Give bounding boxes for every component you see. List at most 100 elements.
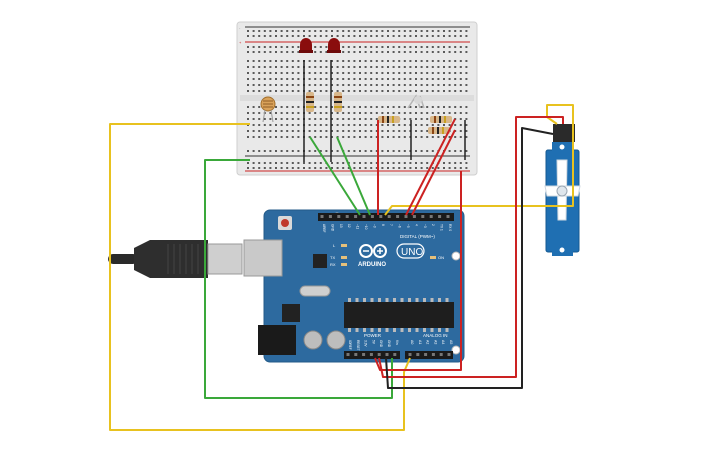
breadboard-hole bbox=[403, 162, 406, 164]
power-pin-label: 5V bbox=[371, 340, 375, 345]
breadboard-hole bbox=[448, 136, 451, 138]
breadboard-hole bbox=[275, 106, 277, 108]
analog-pin[interactable] bbox=[408, 353, 412, 356]
breadboard-hole bbox=[359, 60, 361, 62]
power-pin[interactable] bbox=[393, 353, 397, 356]
breadboard-hole bbox=[308, 112, 311, 114]
digital-pin[interactable] bbox=[438, 215, 442, 218]
breadboard-hole bbox=[415, 30, 417, 32]
digital-pin[interactable] bbox=[396, 215, 400, 218]
breadboard-hole bbox=[347, 78, 350, 80]
digital-pin[interactable] bbox=[404, 215, 408, 218]
digital-pin[interactable] bbox=[362, 215, 366, 218]
breadboard-hole bbox=[398, 162, 401, 164]
breadboard-hole bbox=[247, 90, 249, 92]
digital-pin[interactable] bbox=[412, 215, 416, 218]
breadboard-hole bbox=[325, 150, 328, 152]
digital-pin[interactable] bbox=[328, 215, 332, 218]
digital-pin[interactable] bbox=[421, 215, 425, 218]
breadboard-hole bbox=[459, 66, 462, 68]
analog-pin[interactable] bbox=[416, 353, 420, 356]
breadboard-hole bbox=[381, 150, 384, 152]
breadboard-hole bbox=[359, 124, 361, 126]
breadboard-hole bbox=[426, 66, 429, 68]
digital-pin[interactable] bbox=[387, 215, 391, 218]
breadboard-hole bbox=[308, 130, 311, 132]
breadboard-hole bbox=[387, 136, 389, 138]
breadboard-hole bbox=[370, 84, 373, 86]
power-pin[interactable] bbox=[362, 353, 366, 356]
breadboard-hole bbox=[454, 90, 457, 92]
mcu-pin bbox=[423, 328, 426, 332]
breadboard-hole bbox=[342, 130, 345, 132]
digital-pin[interactable] bbox=[345, 215, 349, 218]
breadboard-hole bbox=[314, 162, 317, 164]
analog-pin[interactable] bbox=[424, 353, 428, 356]
breadboard-hole bbox=[325, 60, 328, 62]
breadboard-hole bbox=[342, 106, 345, 108]
breadboard-hole bbox=[387, 167, 389, 169]
breadboard-hole bbox=[353, 46, 356, 48]
breadboard-hole bbox=[263, 167, 266, 169]
analog-pin[interactable] bbox=[431, 353, 435, 356]
breadboard-hole bbox=[325, 106, 328, 108]
breadboard-hole bbox=[314, 112, 317, 114]
breadboard-hole bbox=[280, 90, 283, 92]
mcu-pin bbox=[363, 298, 366, 302]
breadboard-hole bbox=[454, 60, 457, 62]
breadboard-hole bbox=[342, 72, 345, 74]
digital-pin[interactable] bbox=[337, 215, 341, 218]
breadboard-hole bbox=[364, 60, 367, 62]
breadboard-hole bbox=[291, 130, 294, 132]
mcu-pin bbox=[408, 328, 411, 332]
breadboard-hole bbox=[370, 72, 373, 74]
breadboard-hole bbox=[319, 30, 322, 32]
breadboard-hole bbox=[252, 72, 255, 74]
resistor-5 bbox=[428, 127, 450, 134]
breadboard-hole bbox=[448, 84, 451, 86]
rgb-led bbox=[407, 94, 425, 109]
breadboard-hole bbox=[342, 162, 345, 164]
analog-pin[interactable] bbox=[439, 353, 443, 356]
breadboard-hole bbox=[370, 30, 373, 32]
power-pin[interactable] bbox=[346, 353, 350, 356]
breadboard-hole bbox=[431, 66, 434, 68]
digital-pin[interactable] bbox=[429, 215, 433, 218]
digital-pin[interactable] bbox=[320, 215, 324, 218]
breadboard-hole bbox=[448, 78, 451, 80]
breadboard-hole bbox=[359, 84, 361, 86]
digital-pin-label: ~3 bbox=[423, 224, 427, 228]
breadboard-hole bbox=[280, 60, 283, 62]
atmega-pins bbox=[348, 298, 449, 332]
breadboard-hole bbox=[252, 130, 255, 132]
analog-pin-label: A3 bbox=[433, 340, 437, 344]
breadboard-hole bbox=[443, 72, 445, 74]
breadboard-hole bbox=[415, 124, 417, 126]
digital-pin-label: ~6 bbox=[398, 224, 402, 228]
usb-connector bbox=[207, 243, 243, 275]
breadboard-hole bbox=[375, 150, 378, 152]
power-pin[interactable] bbox=[369, 353, 373, 356]
power-pin[interactable] bbox=[354, 353, 358, 356]
breadboard-hole bbox=[375, 78, 378, 80]
breadboard-hole bbox=[403, 66, 406, 68]
breadboard-hole bbox=[437, 90, 440, 92]
digital-pin[interactable] bbox=[446, 215, 450, 218]
breadboard-hole bbox=[437, 72, 440, 74]
power-pin[interactable] bbox=[377, 353, 381, 356]
digital-pin[interactable] bbox=[354, 215, 358, 218]
breadboard-hole bbox=[297, 124, 300, 126]
power-pin[interactable] bbox=[385, 353, 389, 356]
breadboard-hole bbox=[443, 162, 445, 164]
breadboard-hole bbox=[347, 84, 350, 86]
analog-pin[interactable] bbox=[447, 353, 451, 356]
digital-pin[interactable] bbox=[370, 215, 374, 218]
digital-pin[interactable] bbox=[379, 215, 383, 218]
breadboard-hole bbox=[347, 35, 350, 37]
tx-led bbox=[341, 256, 347, 259]
breadboard-hole bbox=[286, 167, 289, 169]
rx-led bbox=[341, 263, 347, 266]
breadboard-hole bbox=[459, 78, 462, 80]
